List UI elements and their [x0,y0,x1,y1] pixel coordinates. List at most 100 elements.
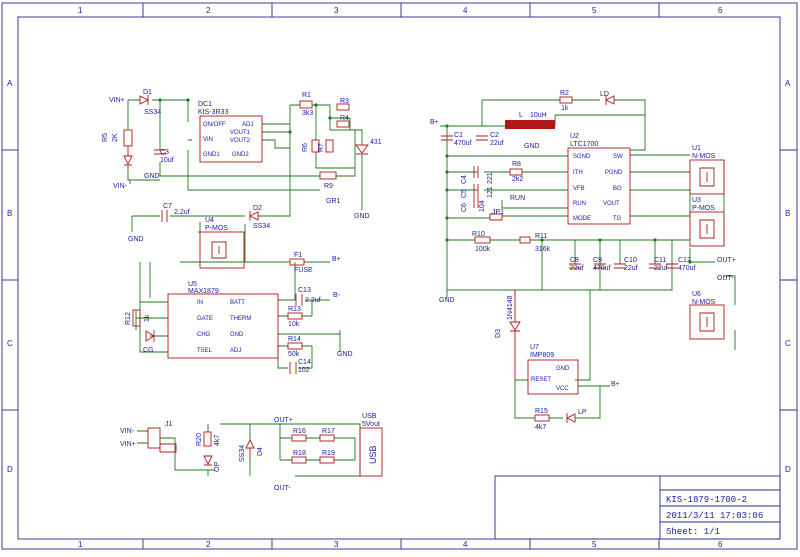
c6-value: 104 [479,200,486,212]
d3-ref: D3 [495,329,502,338]
c14-ref: C14 [298,359,311,366]
dc1-body [199,115,263,163]
c2-value: 22uf [490,140,504,147]
r5-value: 2K [112,133,119,142]
r13-body [287,312,303,320]
section-charger: F1 FUSE B+ U5 MAX1879 IN GATE CHG TSEL B… [125,252,353,374]
r1-ref: R1 [302,92,311,99]
col-label-bottom-1: 1 [78,540,83,549]
d4-value: SS34 [239,445,246,462]
u3-value: P-MOS [692,205,715,212]
net-out-minus-2: OUT- [717,275,734,282]
d2-value: SS34 [253,223,270,230]
u2-pin-sw: SW [613,154,623,160]
d1-value: SS34 [144,109,161,116]
u7-pin-vcc: VCC [556,386,569,392]
r6-body [311,139,320,153]
dc1-pin-onoff: ON/OFF [203,122,226,128]
net-gnd-6: GND [439,297,455,304]
c4-ref: C4 [461,175,468,184]
net-gnd-3: GND [128,236,144,243]
row-label-right-b: B [785,209,790,218]
r4-body [336,120,350,128]
net-b-plus-1: B+ [332,256,341,263]
u7-pin-reset: RESET [531,377,551,383]
c3-value: 10uf [160,157,174,164]
r10-body [474,236,491,244]
inner-border [17,16,781,540]
u7-body [527,359,579,395]
c5-value: 121 [487,186,494,198]
u5-pin-gnd: GND [230,332,244,338]
r2-ref: R2 [560,90,569,97]
row-label-left-d: D [7,465,13,474]
r16-ref: R16 [293,428,306,435]
u5-pin-in: IN [197,300,203,306]
l1-ref: L [519,112,523,119]
dc1-pin-vin: VIN [203,137,213,143]
row-label-left-b: B [7,209,12,218]
op-led-label: OP [214,462,221,472]
u6-ref: U6 [692,291,701,298]
r5-body [123,129,133,147]
f1-value: FUSE [294,267,313,274]
u2-pin-tg: TG [613,216,622,222]
col-label-top-1: 1 [78,6,83,15]
col-label-bottom-6: 6 [718,540,723,549]
j1-body [147,427,161,449]
net-vin-plus-1: VIN+ [109,97,125,104]
u2-ref: U2 [570,133,579,140]
col-label-top-5: 5 [592,6,597,15]
r15-value: 4k7 [535,424,546,431]
row-label-left-c: C [7,339,13,348]
title-block-sheet: Sheet: 1/1 [666,527,720,537]
r20-value: 4k7 [214,435,221,446]
net-vin-minus-1: VIN- [113,183,128,190]
r10-ref: R10 [472,231,485,238]
r8-ref: R8 [512,161,521,168]
d1-ref: D1 [143,89,152,96]
c9-ref: C9 [593,257,602,264]
r18-body [291,456,307,464]
u1-ref: U1 [692,145,701,152]
f1-body [289,258,305,266]
c5-ref: C5 [461,189,468,198]
u7-ref: U7 [530,344,539,351]
net-out-plus-1: OUT+ [274,417,293,424]
l1-value: 10uH [530,112,547,119]
u1-value: N-MOS [692,153,716,160]
u5-pin-batt: BATT [230,300,245,306]
u5-value: MAX1879 [188,288,219,295]
row-label-right-c: C [785,339,791,348]
r2-body [559,96,573,104]
r7-ref: R7 [318,143,325,152]
r1-value: 3k3 [302,110,313,117]
net-vin-minus-2: VIN- [120,428,135,435]
c10-ref: C10 [624,257,637,264]
r7-body [325,139,334,153]
section-ltc1700: C1 470uf C2 22uf B+ L 10uH GND R2 1k LD … [430,90,736,431]
c12-value: 470uf [678,265,696,272]
u4-value: P-MOS [205,225,228,232]
u6-value: N-MOS [692,299,716,306]
r19-body [319,456,335,464]
net-run: RUN [510,195,525,202]
f1-ref: F1 [294,252,302,259]
c12-ref: C12 [678,257,691,264]
usb-connector-body [359,427,383,477]
c1-value: 470uf [454,140,472,147]
net-gnd-4: GND [337,351,353,358]
col-label-top-3: 3 [334,6,339,15]
row-label-right-a: A [785,79,791,88]
u2-pin-ith: ITH [573,170,583,176]
u2-pin-mode: MODE [573,216,591,222]
usb-body-label: USB [368,445,378,464]
r18-ref: R18 [293,450,306,457]
r12-body [132,309,141,327]
r9-body [319,171,337,180]
section-pmos-switch: C7 2.2uf GND D2 SS34 U4 P-MOS [128,176,291,298]
net-out-plus-2: OUT+ [717,257,736,264]
r20-body [203,431,212,447]
jp1-ref: JP1 [492,209,504,216]
